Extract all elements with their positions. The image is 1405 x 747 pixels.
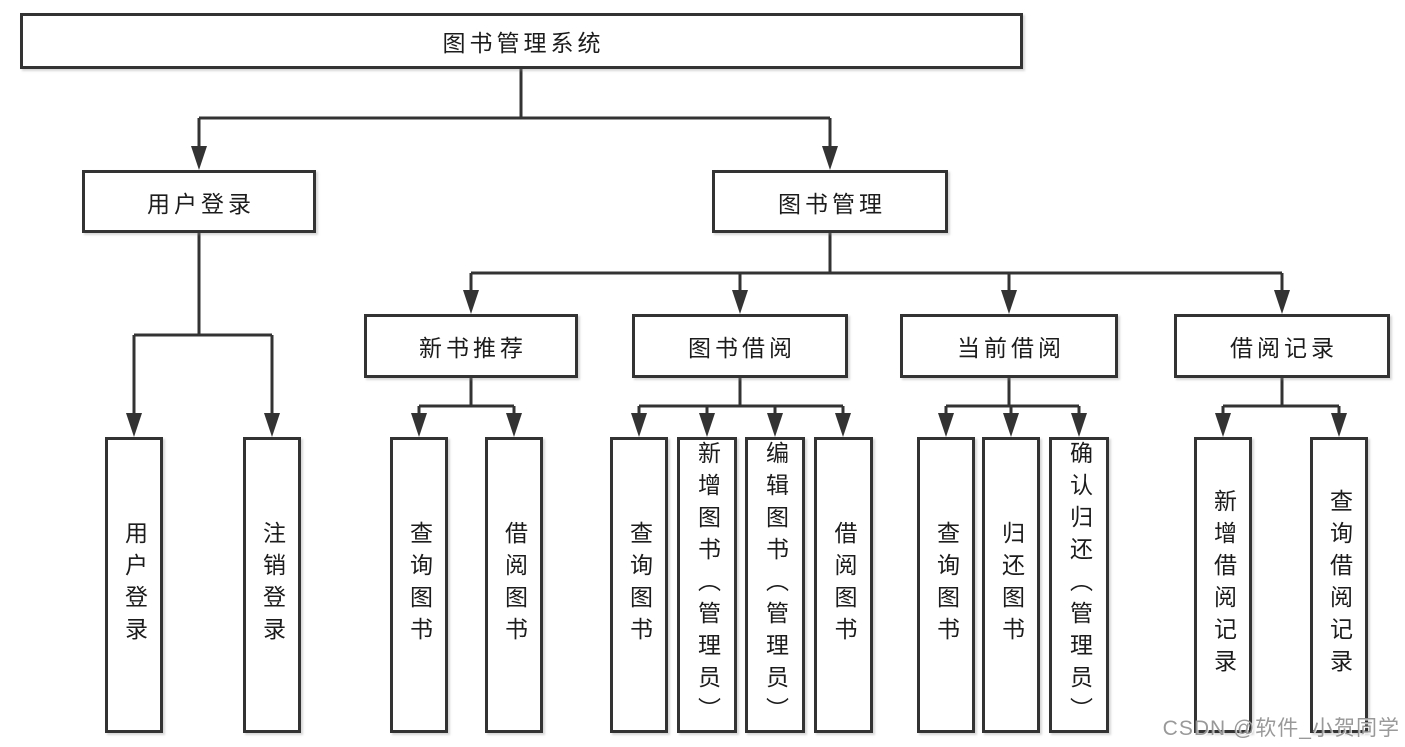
node-borrow-books-borrowing: 借阅图书 xyxy=(814,437,873,733)
node-query-books-recommend: 查询图书 xyxy=(390,437,448,733)
node-library-management-system: 图书管理系统 xyxy=(20,13,1023,69)
node-book-borrowing: 图书借阅 xyxy=(632,314,848,378)
node-label: 用户登录 xyxy=(121,521,148,649)
node-user-login-leaf: 用户登录 xyxy=(105,437,163,733)
node-label: 借阅图书 xyxy=(831,521,857,649)
node-return-books: 归还图书 xyxy=(982,437,1040,733)
node-label: 用户登录 xyxy=(147,190,255,217)
node-query-borrow-record: 查询借阅记录 xyxy=(1310,437,1368,733)
node-label: 图书借阅 xyxy=(688,335,796,361)
node-add-books-admin: 新增图书（管理员） xyxy=(677,437,737,733)
node-new-book-recommend: 新书推荐 xyxy=(364,314,578,378)
node-label: 图书管理系统 xyxy=(442,30,605,56)
node-label: 新增图书（管理员） xyxy=(694,441,721,729)
node-label: 查询图书 xyxy=(626,521,653,649)
node-label: 借阅图书 xyxy=(501,521,528,649)
node-edit-books-admin: 编辑图书（管理员） xyxy=(745,437,805,733)
node-label: 借阅记录 xyxy=(1230,335,1338,361)
node-borrowing-records: 借阅记录 xyxy=(1174,314,1390,378)
node-label: 新增借阅记录 xyxy=(1210,489,1237,681)
node-query-books-current: 查询图书 xyxy=(917,437,975,733)
node-label: 新书推荐 xyxy=(419,335,527,361)
node-confirm-return-admin: 确认归还（管理员） xyxy=(1049,437,1109,733)
node-query-books-borrowing: 查询图书 xyxy=(610,437,668,733)
watermark: CSDN @软件_小贺同学 xyxy=(1162,717,1400,740)
node-add-borrow-record: 新增借阅记录 xyxy=(1194,437,1252,733)
node-label: 当前借阅 xyxy=(957,335,1065,361)
node-user-login-branch: 用户登录 xyxy=(82,170,316,233)
node-label: 归还图书 xyxy=(998,521,1025,649)
node-book-management: 图书管理 xyxy=(712,170,948,233)
node-logout: 注销登录 xyxy=(243,437,301,733)
node-borrow-books-recommend: 借阅图书 xyxy=(485,437,543,733)
node-label: 注销登录 xyxy=(259,521,286,649)
node-label: 查询图书 xyxy=(933,521,960,649)
node-label: 查询图书 xyxy=(406,521,433,649)
node-label: 编辑图书（管理员） xyxy=(762,441,789,729)
node-label: 确认归还（管理员） xyxy=(1066,441,1093,729)
node-label: 图书管理 xyxy=(778,190,886,217)
node-label: 查询借阅记录 xyxy=(1326,489,1353,681)
node-current-borrowing: 当前借阅 xyxy=(900,314,1118,378)
